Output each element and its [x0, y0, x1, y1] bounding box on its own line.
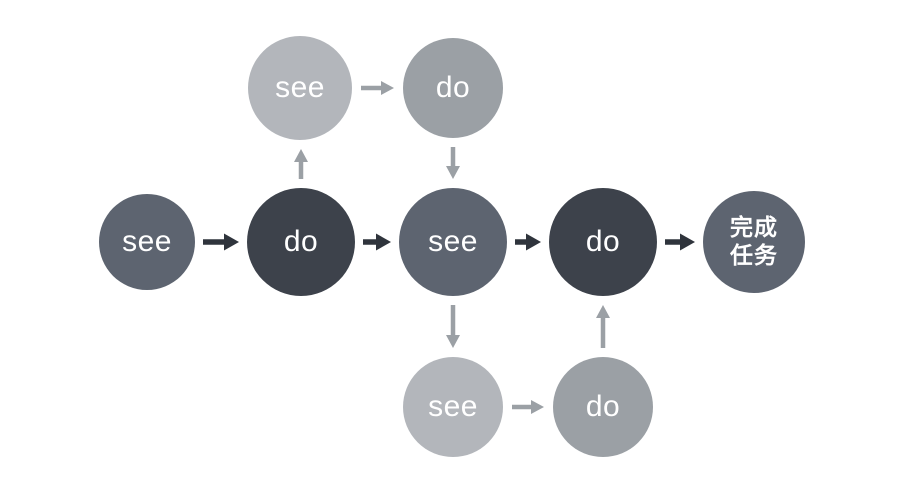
- node-bottom-do[interactable]: do: [553, 357, 653, 457]
- arrow-edge-see2-bottomsee: [446, 305, 460, 348]
- arrow-head-icon: [224, 233, 239, 251]
- arrow-shaft: [515, 239, 527, 245]
- node-label: do: [585, 225, 621, 259]
- arrow-shaft: [298, 161, 304, 179]
- arrow-edge-do1-topsee: [294, 149, 308, 179]
- arrow-shaft: [665, 239, 681, 245]
- node-main-see-1[interactable]: see: [99, 194, 195, 290]
- arrow-head-icon: [531, 400, 544, 414]
- node-label: see: [275, 71, 325, 105]
- arrow-edge-bottomdo-do2: [596, 305, 610, 348]
- node-main-see-2[interactable]: see: [399, 188, 507, 296]
- arrow-shaft: [512, 404, 532, 410]
- node-label: see: [122, 225, 172, 259]
- arrow-shaft: [600, 317, 606, 348]
- node-bottom-see[interactable]: see: [403, 357, 503, 457]
- arrow-head-icon: [294, 149, 308, 162]
- arrow-shaft: [450, 305, 456, 336]
- arrow-edge-main-see1-do1: [203, 233, 239, 251]
- arrow-edge-topsee-topdo: [361, 81, 394, 95]
- node-main-do-1[interactable]: do: [247, 188, 355, 296]
- node-label: do: [283, 225, 319, 259]
- arrow-shaft: [361, 85, 382, 91]
- arrow-head-icon: [376, 233, 391, 251]
- node-label: see: [428, 225, 478, 259]
- node-label: do: [435, 71, 471, 105]
- arrow-shaft: [203, 239, 225, 245]
- arrow-edge-topdo-see2: [446, 147, 460, 179]
- arrow-shaft: [363, 239, 377, 245]
- arrow-head-icon: [446, 166, 460, 179]
- arrow-head-icon: [381, 81, 394, 95]
- node-main-do-2[interactable]: do: [549, 188, 657, 296]
- node-top-see[interactable]: see: [248, 36, 352, 140]
- arrow-head-icon: [680, 233, 695, 251]
- arrow-head-icon: [526, 233, 541, 251]
- node-top-do[interactable]: do: [403, 38, 503, 138]
- node-label: 完成 任务: [730, 214, 778, 268]
- node-label: do: [585, 390, 621, 424]
- arrow-edge-main-see2-do2: [515, 233, 541, 251]
- node-label: see: [428, 390, 478, 424]
- arrow-head-icon: [446, 335, 460, 348]
- arrow-edge-bottomsee-bottomdo: [512, 400, 544, 414]
- node-main-finish[interactable]: 完成 任务: [703, 191, 805, 293]
- arrow-shaft: [450, 147, 456, 167]
- arrow-head-icon: [596, 305, 610, 318]
- arrow-edge-main-do2-finish: [665, 233, 695, 251]
- arrow-edge-main-do1-see2: [363, 233, 391, 251]
